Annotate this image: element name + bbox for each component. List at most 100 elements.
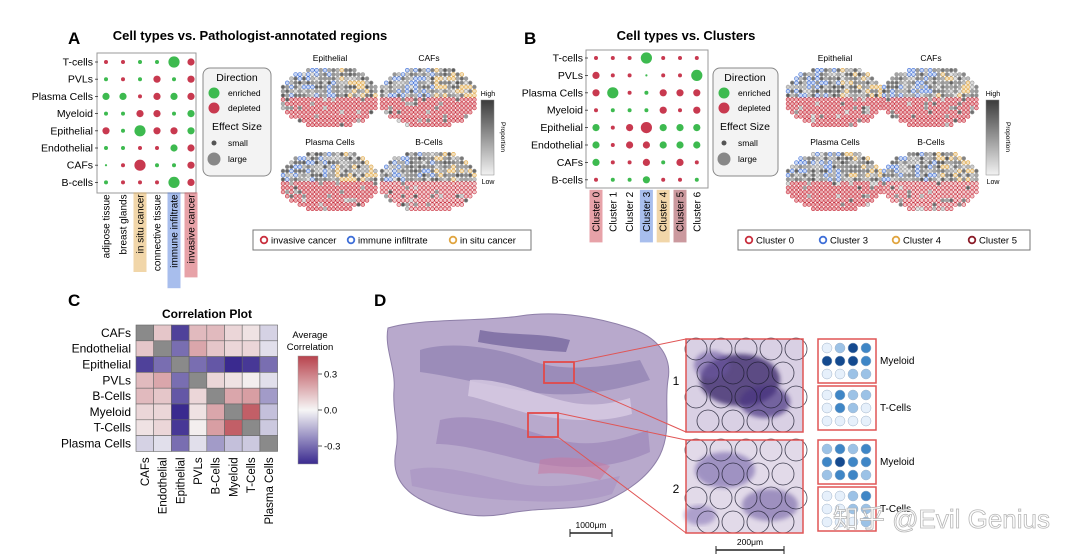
dot-mark xyxy=(187,92,195,100)
spot-mark xyxy=(847,516,859,528)
heatmap-cell xyxy=(224,356,243,373)
dot-mark xyxy=(172,163,176,168)
legend-effect-title: Effect Size xyxy=(720,121,770,133)
spot-mark xyxy=(821,456,833,468)
dot-mark xyxy=(138,94,142,99)
spot-mark xyxy=(860,355,872,367)
col-highlight xyxy=(639,189,653,243)
legend-enriched-dot xyxy=(718,87,730,99)
dot-mark xyxy=(592,141,600,149)
dot-mark xyxy=(187,144,195,152)
col-label: Cluster 1 xyxy=(608,191,619,231)
colorbar-gradient xyxy=(985,99,1000,176)
dot-mark xyxy=(661,73,666,78)
dot-mark xyxy=(187,178,195,186)
legend-small-label: small xyxy=(738,138,758,148)
legend-small-dot xyxy=(721,140,727,146)
legend-box xyxy=(202,67,272,177)
dot-mark xyxy=(121,60,125,64)
dot-mark xyxy=(676,124,684,132)
dot-mark xyxy=(691,69,703,81)
panel-c: C Correlation Plot CAFsEndothelialEpithe… xyxy=(61,291,340,525)
panel-a-dotplot-frame xyxy=(96,52,197,194)
heatmap-cell xyxy=(206,340,225,357)
legend-large-label: large xyxy=(228,154,247,164)
dot-mark xyxy=(627,56,632,60)
colorbar-high-label: High xyxy=(481,91,496,98)
dot-mark xyxy=(610,177,615,182)
dot-mark xyxy=(640,52,653,64)
heatmap-cell xyxy=(188,419,208,436)
row-label: CAFs xyxy=(67,160,93,172)
heatmap-col-label: T-Cells xyxy=(246,457,258,493)
heatmap-cell xyxy=(153,324,172,342)
dot-mark xyxy=(187,161,195,169)
col-label: Cluster 4 xyxy=(659,191,670,231)
dot-mark xyxy=(168,56,180,68)
heatmap-cell xyxy=(259,419,278,436)
panel-d-letter: D xyxy=(374,291,386,310)
dot-mark xyxy=(155,146,159,150)
spot-mark xyxy=(860,443,872,455)
heatmap-cell xyxy=(259,340,278,357)
spot-mark xyxy=(821,490,833,502)
zoom-image-2 xyxy=(684,438,808,534)
spot-mark xyxy=(847,415,859,427)
dot-mark xyxy=(155,60,159,64)
dot-mark xyxy=(594,56,598,60)
dot-mark xyxy=(172,111,176,116)
heatmap-col-label: Myeloid xyxy=(228,457,240,497)
dot-mark xyxy=(153,92,161,100)
heatmap-cell xyxy=(171,435,190,452)
dot-mark xyxy=(676,141,684,149)
dot-mark xyxy=(187,75,195,83)
dot-mark xyxy=(678,73,682,78)
dot-mark xyxy=(678,177,682,182)
row-label: Myeloid xyxy=(547,105,583,117)
legend-swatch xyxy=(744,235,754,245)
dot-mark xyxy=(694,160,699,165)
heatmap-cell xyxy=(259,403,278,421)
dot-mark xyxy=(610,108,615,113)
heatmap-cell xyxy=(171,372,190,389)
dot-mark xyxy=(642,158,651,166)
heatmap-cell xyxy=(135,372,155,389)
heatmap-cell xyxy=(224,372,243,389)
dot-mark xyxy=(659,141,667,149)
dot-mark xyxy=(659,106,667,114)
heatmap-cell xyxy=(206,356,225,373)
spot-mark xyxy=(821,389,833,401)
col-label: in situ cancer xyxy=(136,194,147,254)
legend-swatch xyxy=(818,235,828,245)
legend-small-dot xyxy=(211,140,217,146)
legend-enriched-dot xyxy=(208,87,220,99)
panel-a-colorbar: High Low Proportion xyxy=(480,91,506,186)
spot-mark xyxy=(860,342,872,354)
dot-mark xyxy=(138,77,142,82)
row-label: Endothelial xyxy=(531,140,583,152)
row-label: Plasma Cells xyxy=(32,91,93,103)
watermark: 知乎 @Evil Genius xyxy=(833,504,1050,534)
legend-direction-title: Direction xyxy=(216,72,258,84)
col-label: immune infiltrate xyxy=(170,194,181,268)
dot-mark xyxy=(155,180,159,185)
heatmap-cell xyxy=(259,435,278,452)
heatmap-cell xyxy=(224,403,243,421)
legend-enriched-label: enriched xyxy=(738,88,771,98)
spot-mark xyxy=(834,368,846,380)
heatmap-cell xyxy=(135,403,155,421)
legend-large-dot xyxy=(717,152,731,166)
panel-a-legend: Direction enriched depleted Effect Size … xyxy=(202,67,272,177)
dot-mark xyxy=(170,92,178,100)
heatmap-row-label: Endothelial xyxy=(72,342,131,356)
spot-mark xyxy=(834,443,846,455)
panel-c-title: Correlation Plot xyxy=(162,307,252,321)
spot-mark xyxy=(821,516,833,528)
spot-mark xyxy=(860,456,872,468)
legend-large-dot xyxy=(207,152,221,166)
heatmap-cell xyxy=(171,419,190,436)
heatmap-cell xyxy=(171,387,190,405)
dot-mark xyxy=(693,89,701,97)
